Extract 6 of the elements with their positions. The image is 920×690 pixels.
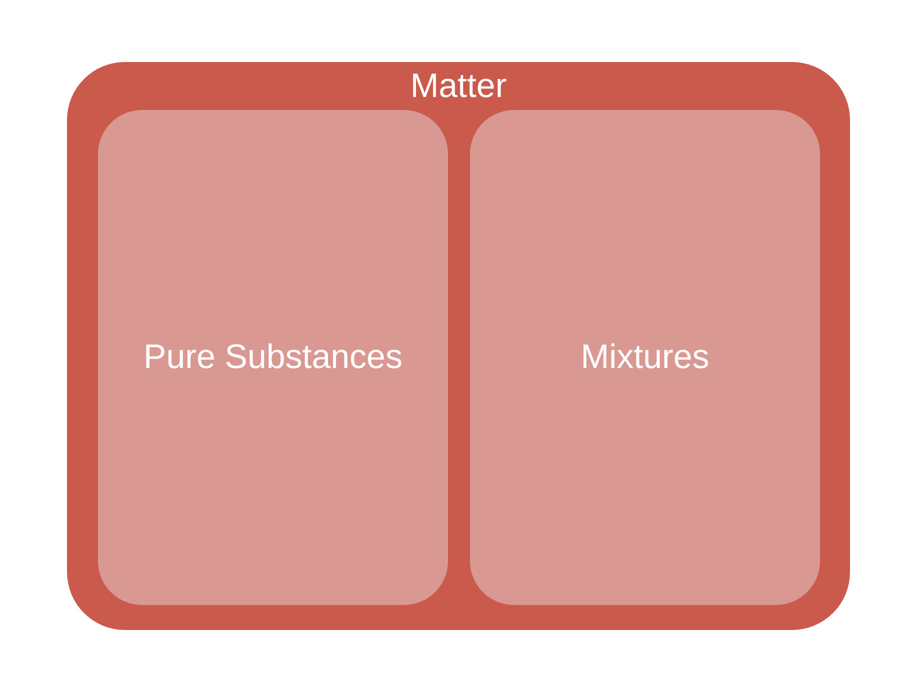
category-box bbox=[470, 110, 820, 605]
category-label: Mixtures bbox=[580, 337, 710, 378]
category-container bbox=[67, 62, 850, 630]
container-title: Matter bbox=[410, 69, 507, 103]
category-box bbox=[98, 110, 448, 605]
category-label: Pure Substances bbox=[142, 337, 404, 378]
